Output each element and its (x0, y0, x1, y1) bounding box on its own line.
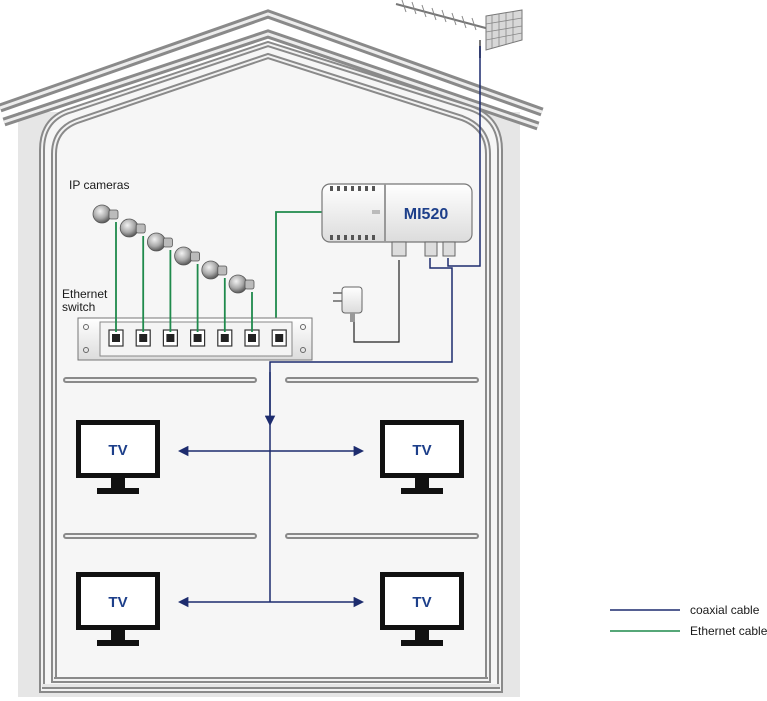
ip-cameras-label: IP cameras (69, 178, 129, 192)
switch-port (244, 329, 260, 347)
switch-port (135, 329, 151, 347)
legend: coaxial cable Ethernet cable (610, 603, 767, 638)
floor-dividers (63, 377, 479, 539)
antenna-feed-cable (447, 46, 481, 267)
legend-coaxial-label: coaxial cable (690, 603, 760, 617)
switch-port (162, 329, 178, 347)
ip-camera-icon (228, 274, 255, 294)
ip-camera-icon (119, 218, 146, 238)
tv-floor2-right: TV (380, 572, 464, 646)
power-cable (353, 260, 400, 343)
tv-floor1-right: TV (380, 420, 464, 494)
switch-port (217, 329, 233, 347)
ip-cameras (92, 204, 255, 332)
mi520-device: MI520 (321, 183, 473, 257)
legend-ethernet-label: Ethernet cable (690, 624, 767, 638)
power-adapter-icon (333, 286, 363, 322)
tv-floor2-left: TV (76, 572, 160, 646)
tv-label: TV (412, 442, 431, 459)
switch-port (108, 329, 124, 347)
ethernet-switch-label-line2: switch (62, 300, 95, 314)
ethernet-switch-label-line1: Ethernet (62, 287, 108, 301)
tv-label: TV (108, 442, 127, 459)
tv-label: TV (108, 594, 127, 611)
ethernet-switch (77, 317, 313, 361)
device-model-label: MI520 (404, 206, 449, 223)
rf-connector-out (424, 241, 438, 257)
ip-camera-icon (92, 204, 119, 224)
tv-label: TV (412, 594, 431, 611)
rf-connector-in (442, 241, 456, 257)
antenna-icon (395, 0, 523, 58)
switch-port (271, 329, 287, 347)
ip-camera-icon (174, 246, 201, 266)
power-connector (391, 241, 407, 257)
switch-port (190, 329, 206, 347)
uplink-ethernet-cable (275, 211, 322, 330)
ip-camera-icon (201, 260, 228, 280)
ip-camera-icon (146, 232, 173, 252)
roof (0, 9, 544, 131)
tv-floor1-left: TV (76, 420, 160, 494)
